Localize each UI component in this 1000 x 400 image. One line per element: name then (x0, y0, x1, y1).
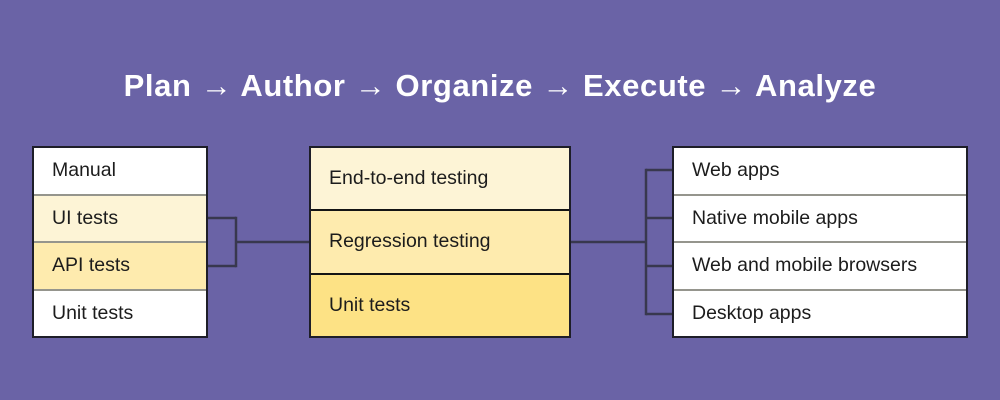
platform-label-desktop-apps: Desktop apps (692, 301, 812, 324)
test-type-label-manual: Manual (52, 159, 116, 182)
platform-label-native-mobile-apps: Native mobile apps (692, 206, 858, 229)
platform-row-native-mobile-apps: Native mobile apps (674, 193, 966, 241)
platform-label-web-mobile-browsers: Web and mobile browsers (692, 254, 918, 277)
platform-row-desktop-apps: Desktop apps (674, 288, 966, 336)
test-type-label-unit-tests: Unit tests (52, 301, 134, 324)
test-type-row-ui-tests: UI tests (34, 193, 206, 241)
platform-label-web-apps: Web apps (692, 159, 780, 182)
platforms-box: Web apps Native mobile apps Web and mobi… (672, 146, 968, 338)
test-type-label-ui-tests: UI tests (52, 206, 119, 229)
testing-level-row-end-to-end: End-to-end testing (311, 148, 569, 210)
testing-level-row-regression: Regression testing (311, 209, 569, 273)
testing-levels-box: End-to-end testing Regression testing Un… (309, 146, 571, 338)
test-type-row-manual: Manual (34, 148, 206, 194)
workflow-title: Plan → Author → Organize → Execute → Ana… (123, 68, 877, 103)
test-type-row-unit-tests: Unit tests (34, 288, 206, 336)
testing-level-label-end-to-end: End-to-end testing (329, 167, 489, 190)
test-types-box: Manual UI tests API tests Unit tests (32, 146, 208, 338)
platform-row-web-mobile-browsers: Web and mobile browsers (674, 241, 966, 289)
testing-level-label-regression: Regression testing (329, 230, 491, 253)
test-type-row-api-tests: API tests (34, 241, 206, 289)
test-type-label-api-tests: API tests (52, 254, 131, 277)
platform-row-web-apps: Web apps (674, 148, 966, 194)
testing-level-label-unit-tests: Unit tests (329, 293, 411, 316)
testing-level-row-unit-tests: Unit tests (311, 272, 569, 336)
